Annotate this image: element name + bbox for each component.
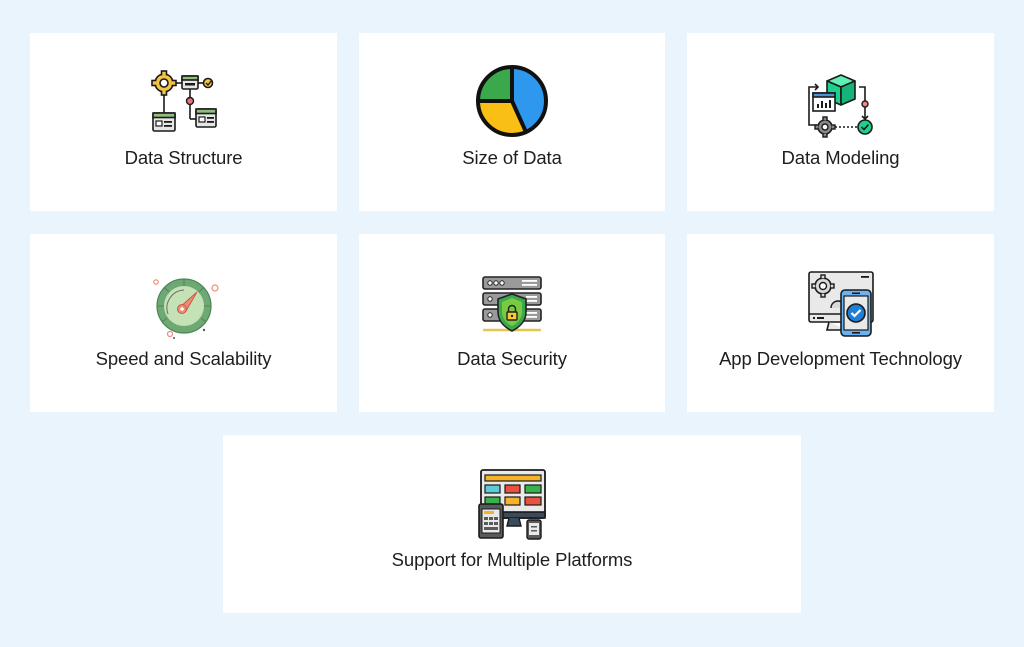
card-label: Data Structure bbox=[124, 147, 243, 168]
card-label: Data Security bbox=[457, 348, 567, 369]
card-data-structure: Data Structure bbox=[30, 33, 337, 211]
card-app-development-technology: App Development Technology bbox=[687, 234, 994, 412]
server-shield-icon bbox=[480, 274, 544, 338]
card-label: Size of Data bbox=[462, 147, 562, 168]
card-label: Speed and Scalability bbox=[95, 348, 272, 369]
card-size-of-data: Size of Data bbox=[359, 33, 665, 211]
card-data-security: Data Security bbox=[359, 234, 665, 412]
card-label: Support for Multiple Platforms bbox=[391, 549, 633, 570]
data-structure-icon bbox=[148, 67, 220, 139]
multi-device-icon bbox=[477, 468, 547, 540]
pie-chart-icon bbox=[474, 63, 550, 139]
card-data-modeling: Data Modeling bbox=[687, 33, 994, 211]
card-support-for-multiple-platforms: Support for Multiple Platforms bbox=[223, 435, 801, 613]
card-label: App Development Technology bbox=[719, 348, 962, 369]
data-modeling-icon bbox=[803, 71, 879, 139]
app-development-icon bbox=[805, 268, 877, 340]
speedometer-icon bbox=[148, 272, 220, 340]
card-label: Data Modeling bbox=[781, 147, 900, 168]
card-speed-and-scalability: Speed and Scalability bbox=[30, 234, 337, 412]
